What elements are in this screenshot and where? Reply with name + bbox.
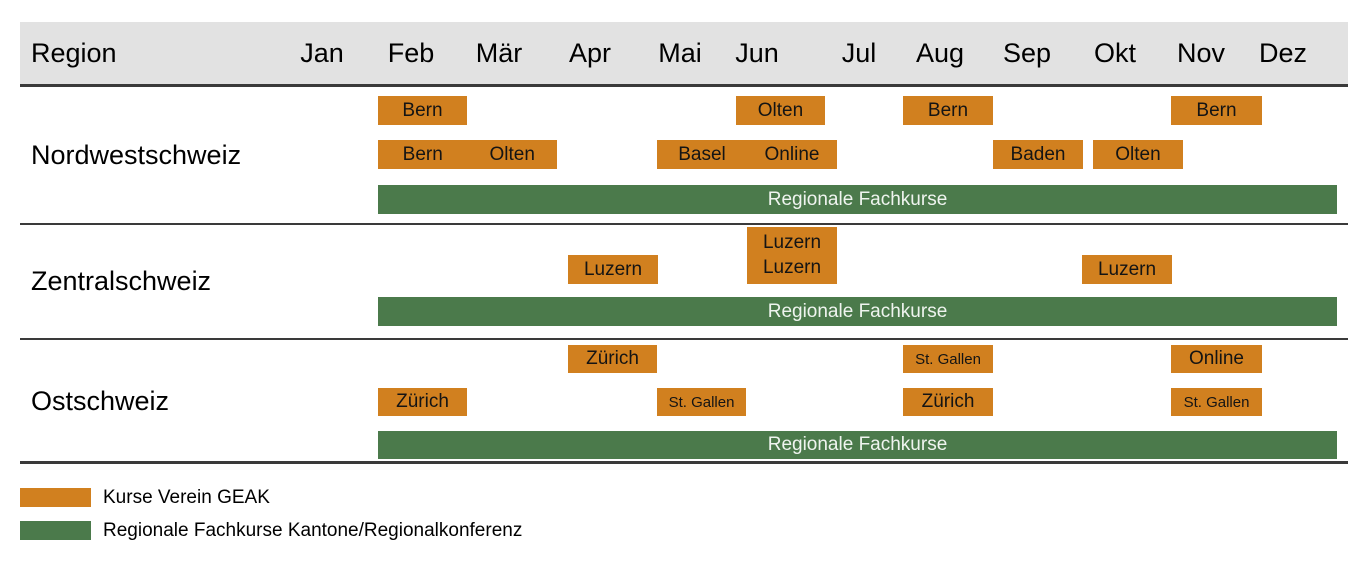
course-bar-bern-feb: Bern bbox=[378, 96, 467, 125]
course-label: Bern bbox=[402, 99, 443, 121]
region-label-nordwestschweiz: Nordwestschweiz bbox=[31, 140, 242, 170]
course-label: Zürich bbox=[586, 348, 639, 369]
course-bar-bern-nov: Bern bbox=[1171, 96, 1262, 125]
course-label: Basel bbox=[678, 143, 726, 165]
course-label: Baden bbox=[1010, 143, 1066, 165]
course-label: Olten bbox=[1115, 143, 1161, 165]
course-label: Online bbox=[1189, 348, 1244, 369]
course-label: Zürich bbox=[921, 391, 975, 412]
course-bar-stgallen-mai: St. Gallen bbox=[657, 388, 746, 416]
course-bar-zuerich-aug: Zürich bbox=[903, 388, 993, 416]
course-bar-stgallen-aug: St. Gallen bbox=[903, 345, 993, 373]
course-label: Zürich bbox=[396, 391, 449, 412]
month-label-sep: Sep bbox=[1002, 38, 1052, 68]
course-label: Luzern bbox=[762, 257, 822, 279]
course-label: St. Gallen bbox=[915, 350, 981, 368]
course-bar-luzern-apr: Luzern bbox=[568, 255, 658, 284]
course-label: Bern bbox=[927, 99, 969, 121]
month-label-feb: Feb bbox=[387, 38, 435, 68]
regional-course-label: Regionale Fachkurse bbox=[767, 188, 948, 210]
course-label: Luzern bbox=[1097, 258, 1157, 280]
regional-course-bar-nordwestschweiz: Regionale Fachkurse bbox=[378, 185, 1337, 214]
month-label-okt: Okt bbox=[1093, 38, 1136, 68]
month-label-apr: Apr bbox=[568, 38, 612, 68]
row-divider-line-1 bbox=[20, 223, 1348, 225]
month-label-maer: Mär bbox=[475, 38, 523, 68]
header-divider-line bbox=[20, 84, 1348, 87]
course-bar-luzern-okt: Luzern bbox=[1082, 255, 1172, 284]
month-label-jul: Jul bbox=[841, 38, 877, 68]
course-bar-baden-sep: Baden bbox=[993, 140, 1083, 169]
regional-course-bar-ostschweiz: Regionale Fachkurse bbox=[378, 431, 1337, 459]
course-bar-luzern-luzern-jun: Luzern Luzern bbox=[747, 227, 837, 284]
course-bar-zuerich-feb: Zürich bbox=[378, 388, 467, 416]
course-bar-zuerich-apr: Zürich bbox=[568, 345, 657, 373]
course-label: Bern bbox=[402, 143, 443, 165]
regional-course-bar-zentralschweiz: Regionale Fachkurse bbox=[378, 297, 1337, 326]
month-label-jan: Jan bbox=[300, 38, 344, 68]
legend-label-regional: Regionale Fachkurse Kantone/Regionalkonf… bbox=[103, 520, 523, 541]
month-label-mai: Mai bbox=[658, 38, 702, 68]
month-label-nov: Nov bbox=[1176, 38, 1225, 68]
course-label: St. Gallen bbox=[1183, 393, 1250, 411]
month-label-jun: Jun bbox=[735, 38, 779, 68]
region-column-header: Region bbox=[31, 38, 117, 68]
course-bar-basel-online-mai-jun: Basel Online bbox=[657, 140, 837, 169]
region-label-ostschweiz: Ostschweiz bbox=[31, 386, 170, 416]
region-label-zentralschweiz: Zentralschweiz bbox=[31, 266, 212, 296]
course-bar-stgallen-nov: St. Gallen bbox=[1171, 388, 1262, 416]
regional-course-label: Regionale Fachkurse bbox=[767, 300, 948, 322]
chart-bottom-line bbox=[20, 461, 1348, 464]
course-label: Luzern bbox=[583, 258, 643, 280]
table-header-band bbox=[20, 22, 1348, 84]
course-label: Olten bbox=[757, 99, 804, 121]
course-label: Bern bbox=[1196, 99, 1237, 121]
course-bar-bern-olten-feb-maer: Bern Olten bbox=[378, 140, 557, 169]
month-label-aug: Aug bbox=[915, 38, 965, 68]
course-label: Luzern bbox=[762, 231, 822, 253]
month-label-dez: Dez bbox=[1258, 38, 1307, 68]
course-label: Online bbox=[764, 143, 820, 165]
row-divider-line-2 bbox=[20, 338, 1348, 340]
course-bar-bern-aug: Bern bbox=[903, 96, 993, 125]
course-label: St. Gallen bbox=[668, 393, 735, 411]
course-bar-olten-okt: Olten bbox=[1093, 140, 1183, 169]
course-bar-olten-jun: Olten bbox=[736, 96, 825, 125]
course-bar-online-nov: Online bbox=[1171, 345, 1262, 373]
legend-swatch-regional bbox=[20, 521, 91, 540]
legend-swatch-geak bbox=[20, 488, 91, 507]
legend-label-geak: Kurse Verein GEAK bbox=[103, 487, 270, 508]
regional-course-label: Regionale Fachkurse bbox=[767, 434, 948, 455]
course-label: Olten bbox=[489, 143, 535, 165]
